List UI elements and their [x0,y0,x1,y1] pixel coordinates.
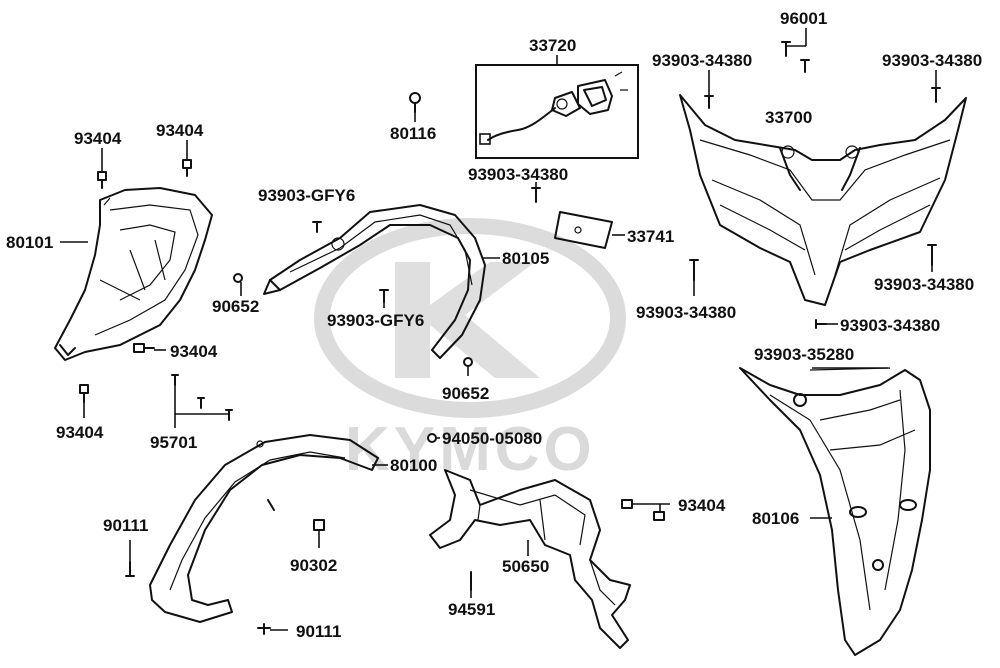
grab-rail-80105 [263,204,486,359]
leader-lines [60,28,937,631]
label-93903-34380-f: 93903-34380 [840,316,940,335]
label-95701: 95701 [150,433,197,452]
clip-80116 [409,92,421,113]
label-93903-34380-e: 93903-34380 [636,303,736,322]
label-33741: 33741 [627,227,674,246]
bracket-frame-50650 [429,469,631,649]
label-33720: 33720 [529,36,576,55]
label-93404-d: 93404 [56,423,104,442]
kymco-watermark-logo: KYMCO [314,218,626,484]
label-93903-GFY6-b: 93903-GFY6 [327,311,424,330]
label-80116: 80116 [390,124,436,143]
label-93404-c: 93404 [170,342,218,361]
label-90652-a: 90652 [212,297,259,316]
label-90652-b: 90652 [442,384,489,403]
label-93903-34380-d: 93903-34380 [874,275,974,294]
plate-bracket-33741 [554,211,613,249]
label-93903-34380-a: 93903-34380 [652,51,752,70]
label-93404-b: 93404 [156,121,204,140]
label-94591: 94591 [448,600,495,619]
label-90111-b: 90111 [296,622,341,641]
label-50650: 50650 [502,557,549,576]
fastener-icons-bracket [470,499,665,591]
label-94050-05080: 94050-05080 [442,429,542,448]
label-80105: 80105 [502,249,549,268]
fastener-icons-left [79,159,233,421]
screw-icon-33741 [531,187,541,203]
part-labels: 33720 96001 93903-34380 93903-34380 3370… [6,9,982,641]
label-93903-34380-b: 93903-34380 [882,51,982,70]
label-90111-a: 90111 [103,516,148,535]
label-33700: 33700 [765,108,812,127]
label-96001: 96001 [780,9,827,28]
label-93903-GFY6-a: 93903-GFY6 [258,186,355,205]
rear-fender-80100 [149,434,379,623]
rear-center-cover-33700 [679,94,967,306]
inner-fender-80101 [54,187,213,361]
label-80100: 80100 [390,456,437,475]
label-93404-a: 93404 [74,129,122,148]
label-90302: 90302 [290,556,337,575]
label-93903-34380-c: 93903-34380 [468,165,568,184]
watermark-brand-text: KYMCO [345,415,596,484]
label-93903-35280: 93903-35280 [754,345,854,364]
tail-lamp-assembly-inset [475,55,639,159]
rear-mudguard-80106 [739,367,931,656]
label-80106: 80106 [752,509,799,528]
label-80101: 80101 [6,233,53,252]
label-93404-e: 93404 [678,496,726,515]
